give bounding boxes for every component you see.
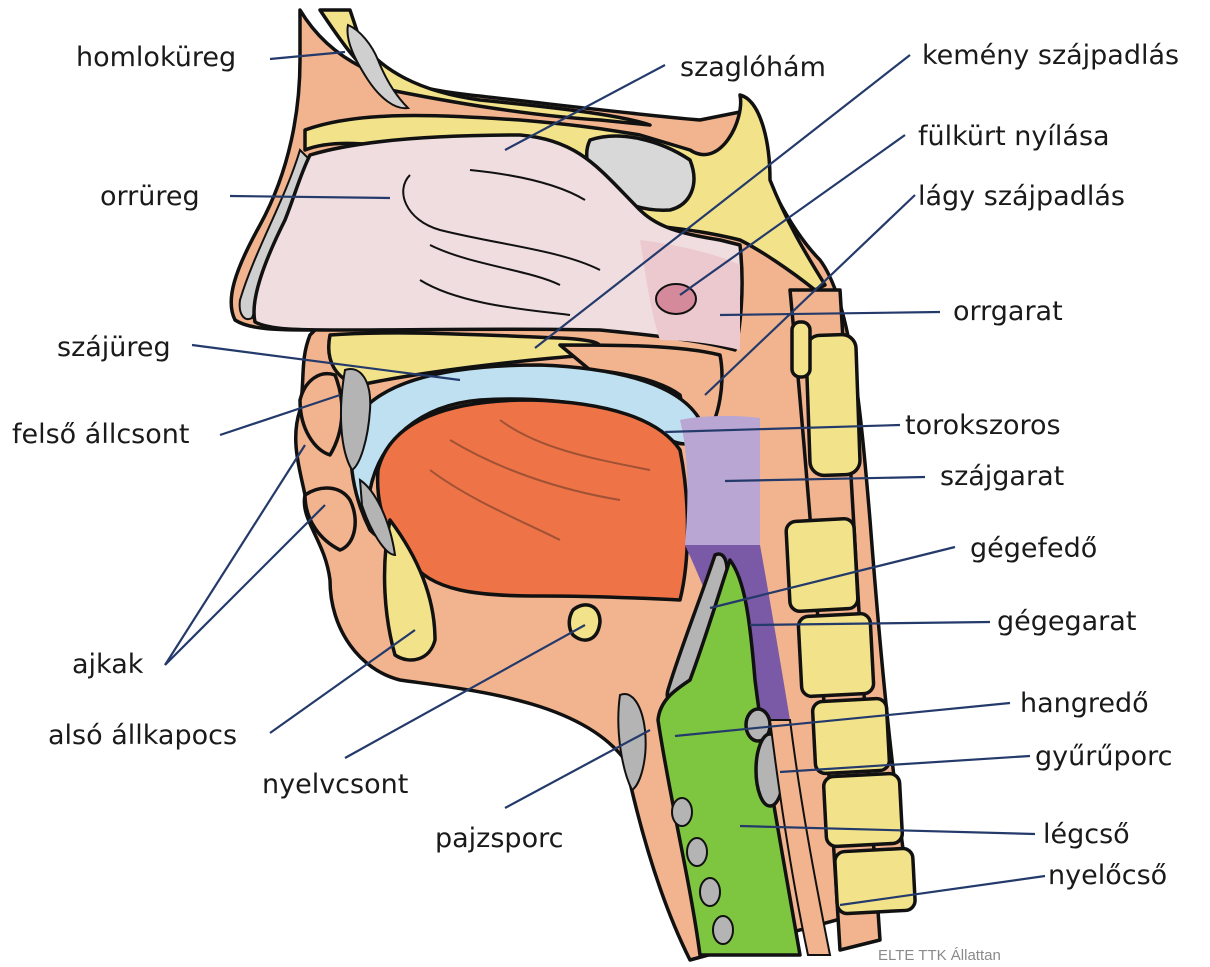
label-felso-allcsont: felső állcsont — [12, 419, 189, 450]
label-also-allkapocs: alsó állkapocs — [48, 720, 237, 751]
credit-text: ELTE TTK Állattan — [878, 947, 1001, 964]
label-pajzsporc: pajzsporc — [435, 823, 563, 854]
label-fulkurt-nyilasa: fülkürt nyílása — [918, 121, 1110, 152]
label-nyelocso: nyelőcső — [1048, 860, 1167, 891]
label-torokszoros: torokszoros — [905, 410, 1061, 441]
label-gegefedo: gégefedő — [970, 533, 1097, 564]
label-szaglohham: szaglóhám — [680, 52, 826, 83]
label-lagy-szajpadlas: lágy szájpadlás — [918, 181, 1125, 212]
label-gegegarat: gégegarat — [997, 606, 1136, 637]
label-szajgarat: szájgarat — [940, 461, 1064, 492]
tongue — [378, 400, 688, 600]
label-hangredo: hangredő — [1020, 688, 1149, 719]
label-szajureg: szájüreg — [57, 332, 171, 363]
label-gyuruporc: gyűrűporc — [1035, 741, 1172, 772]
label-orrureg: orrüreg — [100, 181, 200, 212]
head-neck-section — [231, 10, 915, 960]
label-orrgarat: orrgarat — [953, 296, 1063, 327]
hyoid-bone — [569, 605, 600, 640]
label-kemeny-szajpadlas: kemény szájpadlás — [922, 40, 1179, 71]
label-legcso: légcső — [1043, 819, 1130, 850]
label-homlokureg: homloküreg — [76, 42, 236, 73]
label-nyelvcsont: nyelvcsont — [262, 769, 408, 800]
label-ajkak: ajkak — [72, 649, 144, 680]
